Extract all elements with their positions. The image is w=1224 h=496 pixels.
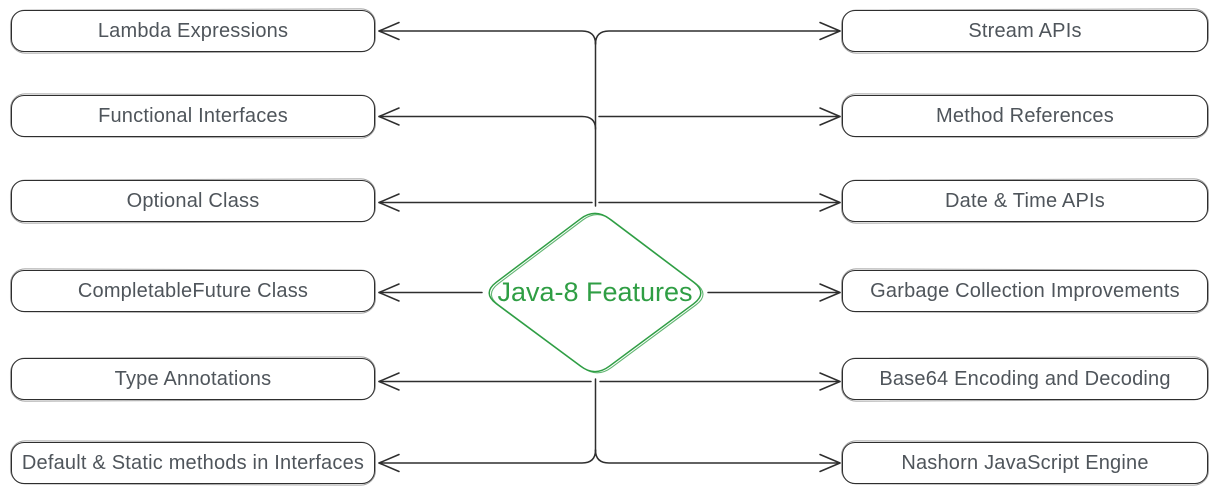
connector-row2 [378, 107, 841, 130]
center-diamond-shape [488, 212, 704, 374]
center-node-label: Java-8 Features [497, 277, 693, 307]
node-completablefuture-class: CompletableFuture Class [11, 270, 375, 312]
connector-row3 [378, 193, 841, 212]
connector-row1 [378, 21, 841, 45]
connector-row6 [378, 449, 841, 473]
node-base64-encoding-decoding: Base64 Encoding and Decoding [842, 358, 1208, 400]
node-type-annotations: Type Annotations [11, 358, 375, 400]
node-date-time-apis: Date & Time APIs [842, 180, 1208, 222]
connector-row4 [378, 283, 841, 302]
connector-row5 [378, 372, 841, 391]
node-lambda-expressions: Lambda Expressions [11, 10, 375, 52]
node-stream-apis: Stream APIs [842, 10, 1208, 52]
node-nashorn-javascript-engine: Nashorn JavaScript Engine [842, 442, 1208, 484]
node-functional-interfaces: Functional Interfaces [11, 95, 375, 137]
node-default-static-methods: Default & Static methods in Interfaces [11, 442, 375, 484]
node-garbage-collection-improvements: Garbage Collection Improvements [842, 270, 1208, 312]
node-optional-class: Optional Class [11, 180, 375, 222]
node-method-references: Method References [842, 95, 1208, 137]
